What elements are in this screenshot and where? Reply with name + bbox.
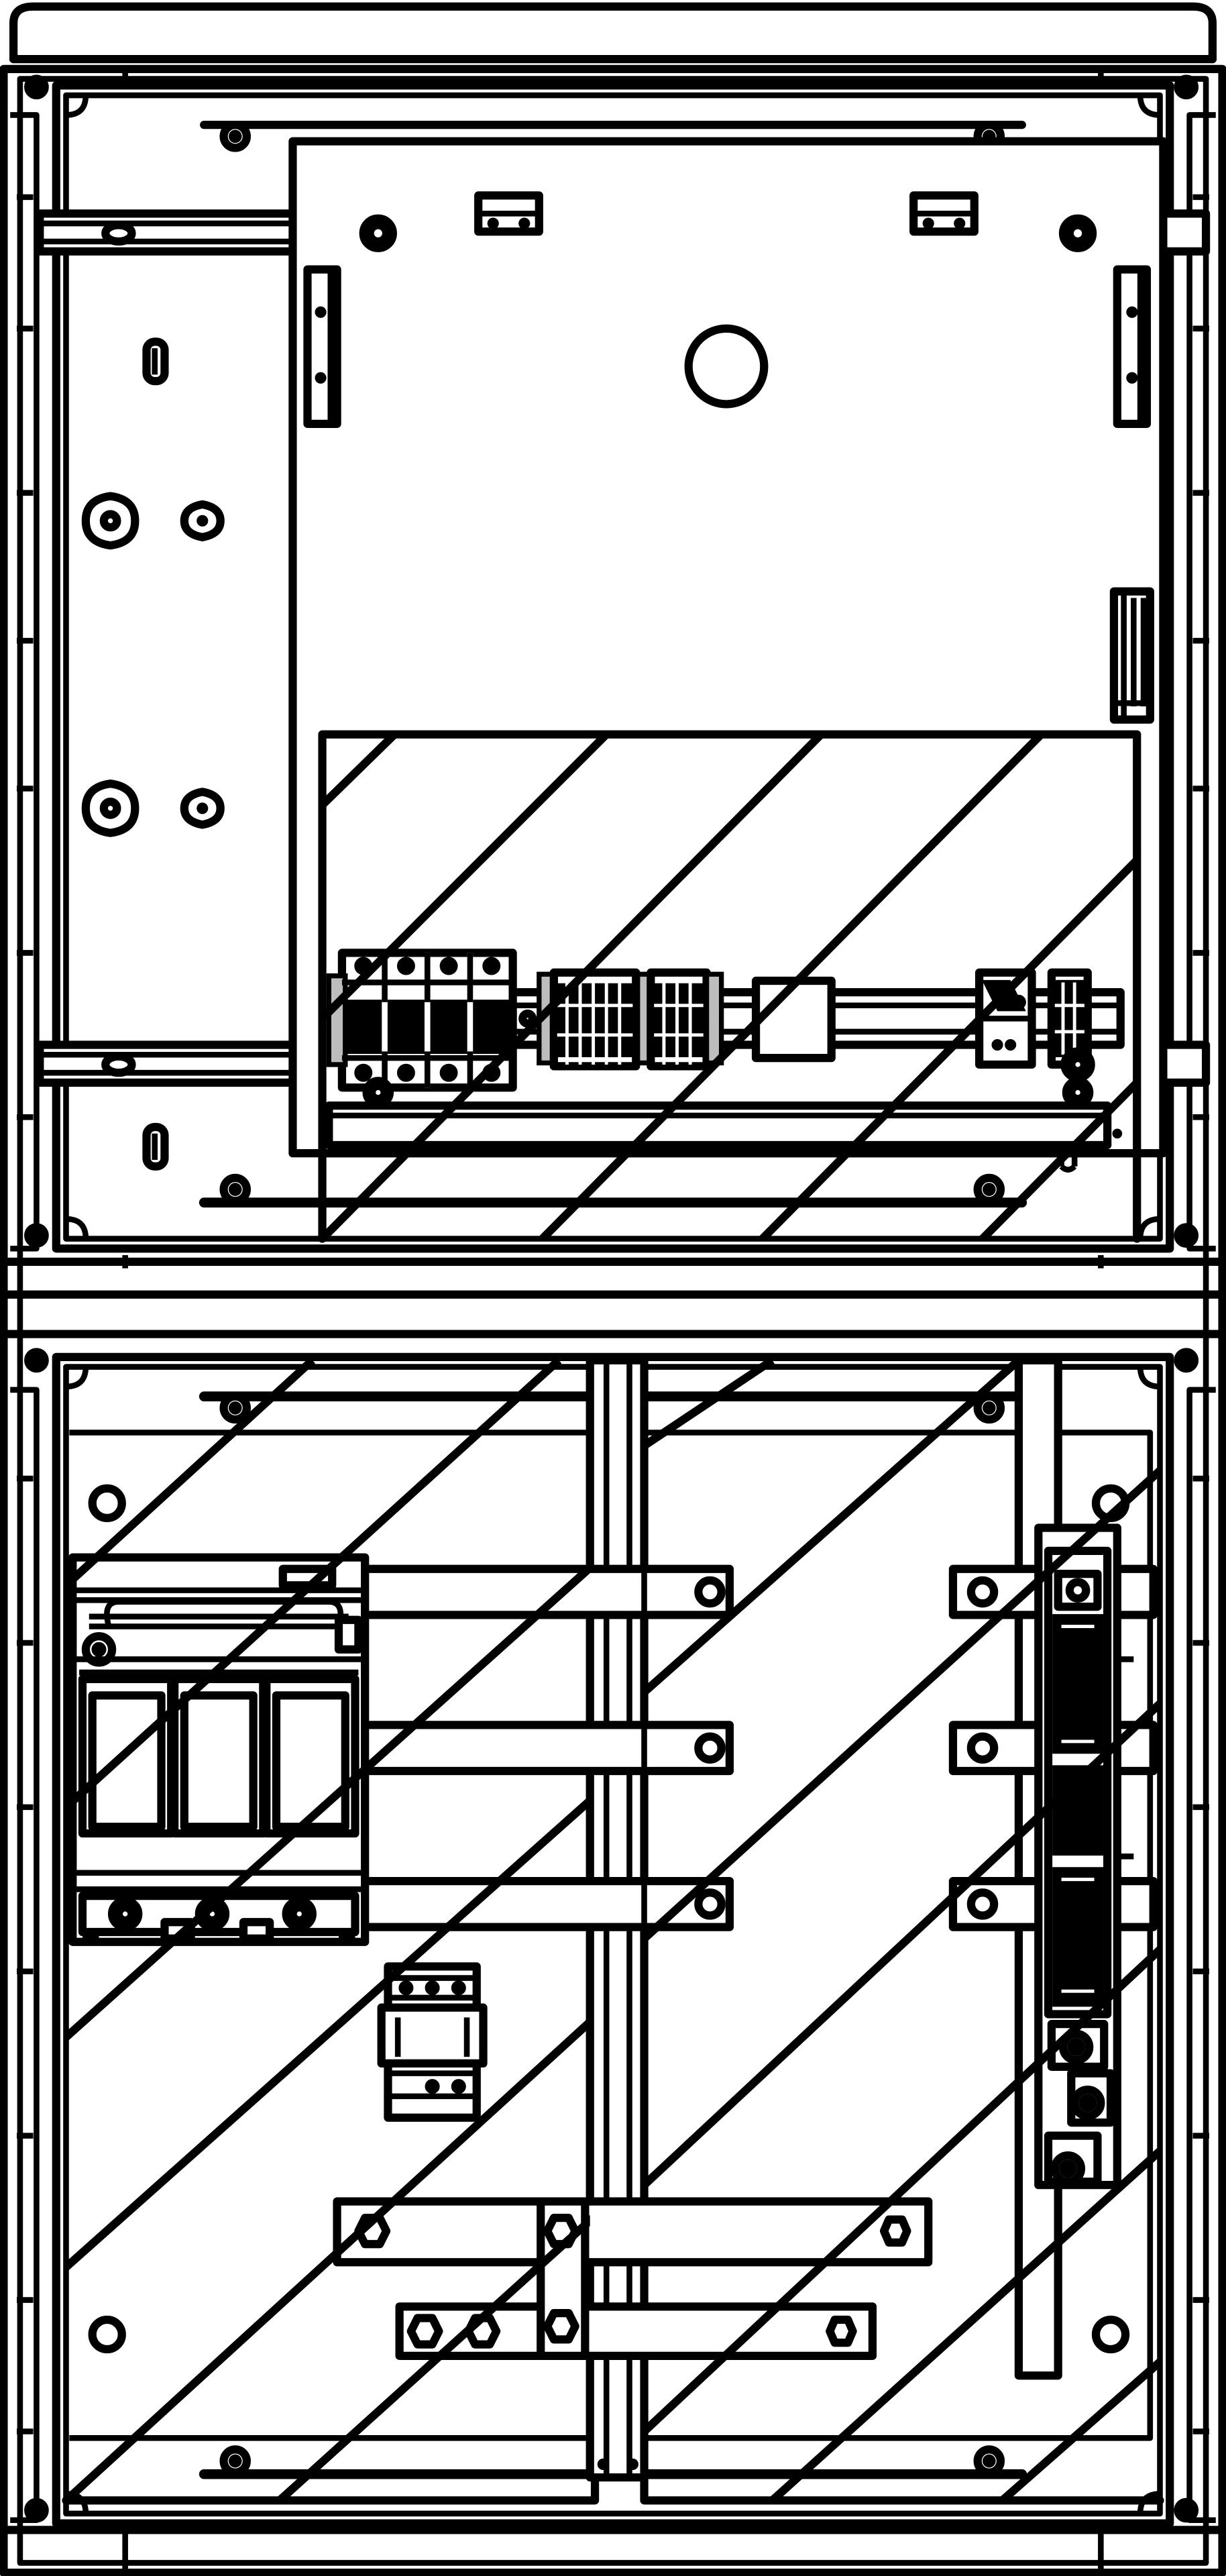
mcb-4-pole bbox=[326, 949, 537, 1108]
terminal-block-1 bbox=[537, 968, 640, 1071]
enclosure-plinth bbox=[122, 68, 1104, 2573]
switch-disconnector-3-pole bbox=[68, 1553, 370, 1946]
lower-cover-hatching-left bbox=[66, 1360, 590, 2501]
small-breaker-2-pole bbox=[377, 1962, 488, 2122]
corner-screws bbox=[24, 74, 1199, 2523]
blank-module bbox=[751, 976, 836, 1063]
fuse-holder-vertical bbox=[1034, 1523, 1134, 2190]
terminal-small bbox=[975, 968, 1036, 1069]
lower-cover-hatching-right bbox=[644, 1360, 1160, 2501]
right-hinge-strip bbox=[1186, 112, 1216, 2524]
left-hinge-strip bbox=[10, 112, 40, 2524]
upper-compartment bbox=[36, 81, 1211, 1253]
lower-compartment bbox=[52, 1352, 1174, 2528]
terminal-block-2 bbox=[635, 968, 724, 1071]
upper-cover-hatching bbox=[322, 734, 1137, 1239]
